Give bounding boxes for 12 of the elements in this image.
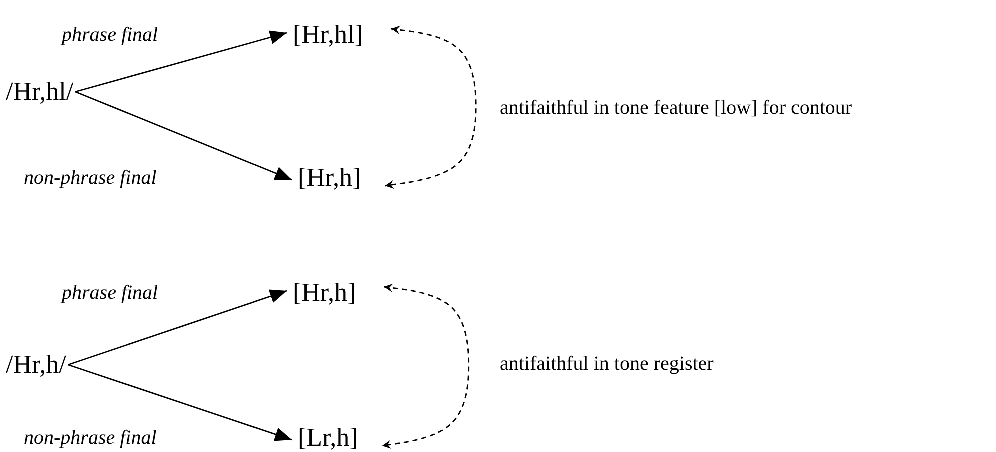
tone-form: [Hr,hl] bbox=[293, 20, 364, 50]
tone-form: /Hr,hl/ bbox=[6, 77, 74, 107]
tone-form: /Hr,h/ bbox=[6, 350, 66, 380]
curved-arrow bbox=[385, 26, 477, 190]
curved-arrow bbox=[382, 284, 470, 450]
arrow bbox=[68, 364, 292, 442]
tone-form: [Hr,h] bbox=[298, 163, 362, 193]
arrow bbox=[75, 91, 292, 181]
tone-form: [Lr,h] bbox=[298, 423, 358, 452]
arrow bbox=[75, 30, 288, 93]
arrow bbox=[68, 290, 288, 366]
tone-form: [Hr,h] bbox=[293, 278, 356, 308]
